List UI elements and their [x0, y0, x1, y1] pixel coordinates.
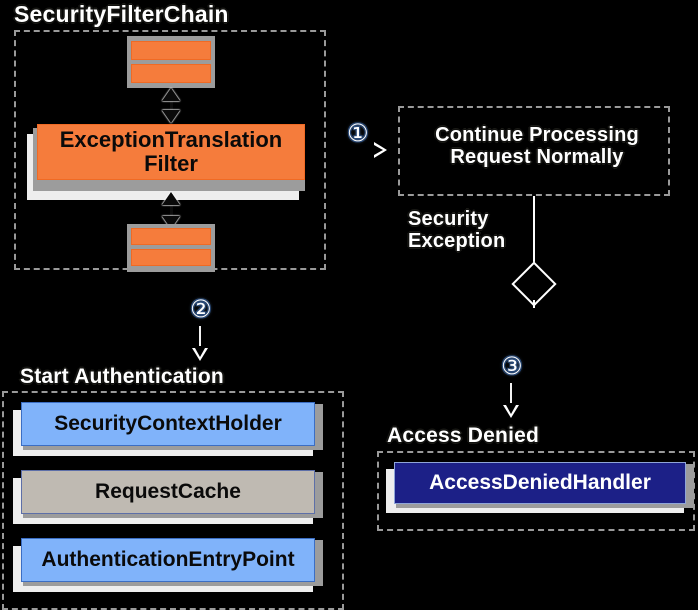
- arrowhead-down-top: [162, 110, 180, 123]
- connector-badge2-line: [199, 326, 201, 346]
- node-access-denied-handler[interactable]: AccessDeniedHandler: [394, 462, 686, 504]
- node-filter-top-2[interactable]: [131, 64, 211, 83]
- arrowhead-up-top: [162, 88, 180, 101]
- connector-top-filter-line: [170, 90, 173, 120]
- group-label-access-denied: Access Denied: [387, 424, 540, 447]
- group-start-authentication: [2, 391, 344, 610]
- arrowhead-down-access-denied: [503, 405, 519, 418]
- arrowhead-down-start-auth: [192, 348, 208, 361]
- connector-bottom-filter-line: [170, 194, 173, 226]
- step-badge-3: ③: [501, 352, 523, 380]
- group-label-security-filter-chain: SecurityFilterChain: [14, 1, 229, 27]
- group-continue-processing: [398, 106, 670, 196]
- step-badge-1: ①: [347, 119, 369, 147]
- node-authentication-entry-point[interactable]: AuthenticationEntryPoint: [21, 538, 315, 582]
- node-request-cache[interactable]: RequestCache: [21, 470, 315, 514]
- node-security-context-holder[interactable]: SecurityContextHolder: [21, 402, 315, 446]
- node-filter-top-1[interactable]: [131, 41, 211, 60]
- node-filter-bottom-2[interactable]: [131, 249, 211, 266]
- group-label-continue-processing: Continue Processing Request Normally: [435, 124, 639, 169]
- node-filter-bottom-1[interactable]: [131, 228, 211, 245]
- arrowhead-right-to-continue: [374, 142, 387, 158]
- connector-diamond-top: [533, 196, 535, 266]
- connector-diamond-bottom: [533, 300, 535, 308]
- connector-badge3-line: [510, 383, 512, 403]
- label-security-exception: Security Exception: [408, 208, 506, 253]
- step-badge-2: ②: [190, 295, 212, 323]
- group-label-start-authentication: Start Authentication: [20, 365, 224, 388]
- node-exception-translation-filter[interactable]: ExceptionTranslation Filter: [37, 124, 305, 180]
- arrowhead-up-bottom: [162, 192, 180, 205]
- group-access-denied: [377, 451, 695, 531]
